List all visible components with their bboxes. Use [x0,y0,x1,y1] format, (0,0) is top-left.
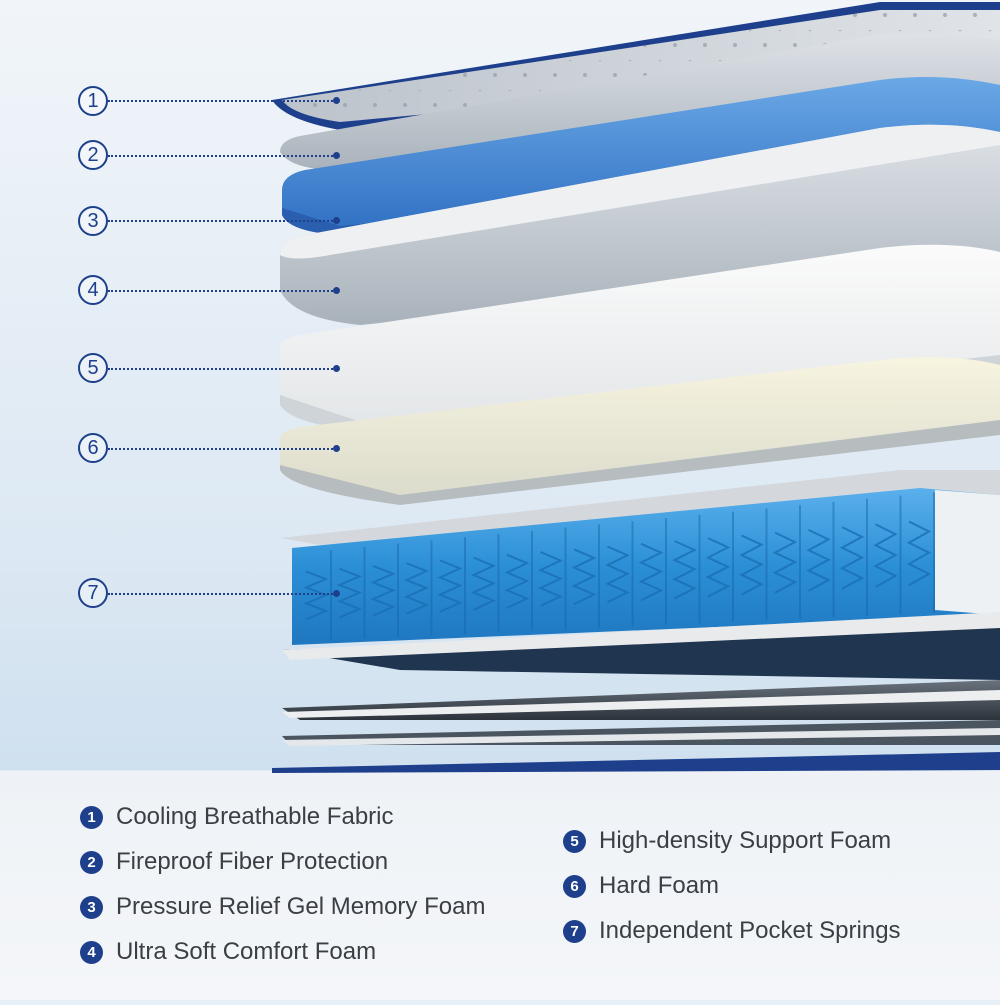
bottom-layers [272,680,1000,773]
leader-line-2 [108,155,336,157]
leader-line-7 [108,593,336,595]
leader-line-5 [108,368,336,370]
layer-1-fabric [272,2,1000,130]
layer-6-hard-foam [280,356,1000,505]
anchor-dot-5 [333,365,340,372]
callout-number-3: 3 [78,206,108,236]
callout-number-6: 6 [78,433,108,463]
anchor-dot-7 [333,590,340,597]
callout-number-4: 4 [78,275,108,305]
anchor-dot-4 [333,287,340,294]
callout-number-7: 7 [78,578,108,608]
anchor-dot-1 [333,97,340,104]
callout-number-1: 1 [78,86,108,116]
anchor-dot-3 [333,217,340,224]
anchor-dot-2 [333,152,340,159]
leader-line-1 [108,100,336,102]
leader-line-3 [108,220,336,222]
layer-2-fiber [280,32,1000,170]
callout-number-5: 5 [78,353,108,383]
leader-line-4 [108,290,336,292]
anchor-dot-6 [333,445,340,452]
spring-coils [303,492,935,640]
leader-line-6 [108,448,336,450]
layer-7-pocket-springs [280,470,1000,680]
callout-number-2: 2 [78,140,108,170]
